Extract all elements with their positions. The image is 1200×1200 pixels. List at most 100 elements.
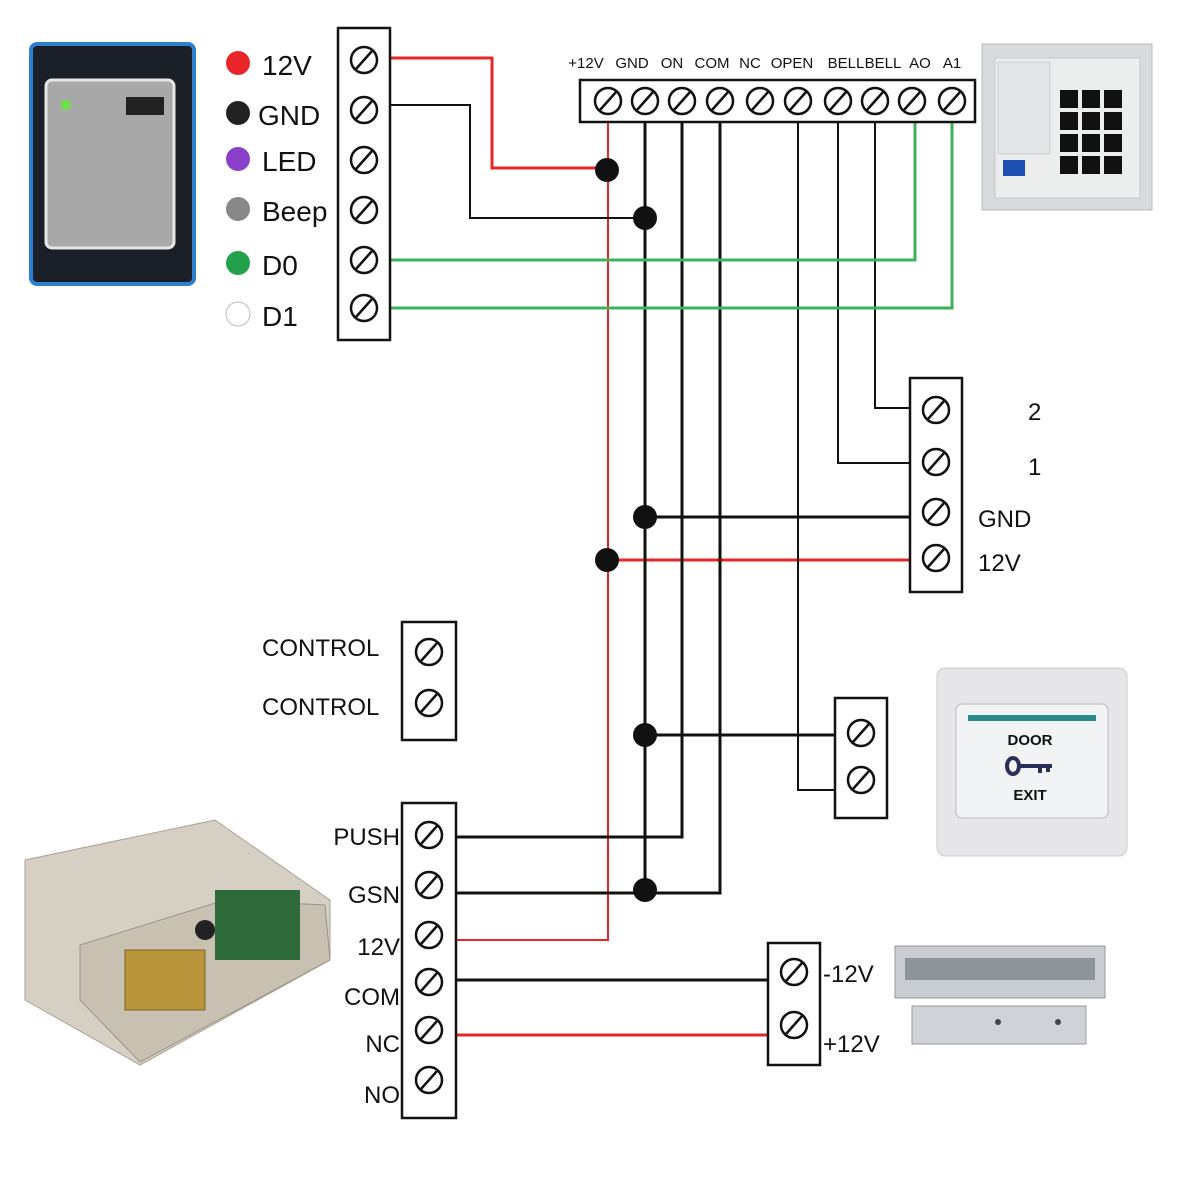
keypad-key: [1060, 112, 1078, 130]
wire-controller-12v: [456, 122, 609, 941]
controller-terminal-label: COM: [695, 55, 730, 72]
wire-d1: [390, 122, 954, 310]
screw-terminal-icon: [414, 967, 444, 997]
reader-label-led: LED: [262, 146, 316, 177]
exit-button-terminal-block: [833, 696, 889, 820]
keypad-key-label: 7: [1066, 137, 1073, 151]
screw-terminal-icon: [349, 45, 379, 75]
keypad-key-label: 3: [1110, 93, 1117, 107]
screw-terminal-icon: [630, 86, 660, 116]
wire-reader-12v: [390, 56, 607, 170]
screw-terminal-icon: [414, 637, 444, 667]
screw-terminal-icon: [705, 86, 735, 116]
screw-terminal-icon: [745, 86, 775, 116]
power-supply-terminal-block: [400, 801, 458, 1120]
screw-terminal-icon: [414, 870, 444, 900]
controller-terminal-label: +12V: [568, 55, 603, 72]
bell-label: 1: [1028, 454, 1041, 481]
junction-dot: [633, 206, 657, 230]
junction-dot: [595, 548, 619, 572]
screw-terminal-icon: [860, 86, 890, 116]
junction-dot: [633, 878, 657, 902]
screw-terminal-icon: [414, 820, 444, 850]
keypad-key-label: 1: [1066, 93, 1073, 107]
power-supply-label: GSN: [348, 882, 400, 909]
lock-label: +12V: [823, 1031, 880, 1058]
wire-controller-open: [797, 122, 835, 791]
reader-label-d1: D1: [262, 301, 298, 332]
controller-terminal-label: A1: [943, 55, 961, 72]
lock-terminal-block: [766, 941, 822, 1067]
controller-terminal-label: BELL: [865, 55, 902, 72]
keypad-key-label: 6: [1110, 115, 1117, 129]
screw-terminal-icon: [823, 86, 853, 116]
bell-terminal-block: [908, 376, 964, 594]
power-supply-label: NO: [364, 1082, 400, 1109]
controller-terminal-label: OPEN: [771, 55, 814, 72]
keypad-key: [1082, 156, 1100, 174]
screw-terminal-icon: [667, 86, 697, 116]
screw-terminal-icon: [349, 95, 379, 125]
screw-terminal-icon: [349, 195, 379, 225]
control-label: CONTROL: [262, 694, 379, 721]
screw-terminal-icon: [414, 688, 444, 718]
keypad-key-label: 2: [1088, 93, 1095, 107]
screw-terminal-icon: [414, 1015, 444, 1045]
keypad-key: [1104, 134, 1122, 152]
keypad-key-label: *: [1067, 159, 1072, 173]
screw-terminal-icon: [779, 957, 809, 987]
screw-terminal-icon: [921, 447, 951, 477]
power-supply-image: [24, 819, 331, 1066]
wire-controller-com: [456, 122, 722, 895]
screw-terminal-icon: [593, 86, 623, 116]
keypad-key: [1082, 134, 1100, 152]
key-icon: [1005, 756, 1052, 776]
reader-wire-color-dot: [226, 51, 250, 75]
screw-terminal-icon: [349, 293, 379, 323]
exit-door-text: DOOR: [1008, 732, 1053, 749]
junction-dot: [595, 158, 619, 182]
keypad-key: [1082, 90, 1100, 108]
bell-label: GND: [978, 506, 1031, 533]
screw-terminal-icon: [414, 1065, 444, 1095]
wire-controller-bell-1: [837, 122, 915, 464]
keypad-key-label: 5: [1088, 115, 1095, 129]
keypad-key-label: 4: [1066, 115, 1073, 129]
screw-terminal-icon: [937, 86, 967, 116]
screw-terminal-icon: [349, 145, 379, 175]
reader-label-d0: D0: [262, 250, 298, 281]
keypad-key-label: 0: [1088, 159, 1095, 173]
keypad-key: [1104, 90, 1122, 108]
bell-label: 12V: [978, 550, 1021, 577]
reader-label-gnd: GND: [258, 100, 320, 131]
junction-dot: [633, 505, 657, 529]
screw-terminal-icon: [921, 543, 951, 573]
reader-wire-color-dot: [226, 197, 250, 221]
wire-controller-on: [456, 122, 684, 839]
keypad-key: [1104, 112, 1122, 130]
exit-button-image[interactable]: DOOR EXIT: [936, 667, 1128, 857]
lock-label: -12V: [823, 961, 874, 988]
control-label: CONTROL: [262, 635, 379, 662]
reader-label-12v: 12V: [262, 50, 312, 81]
reader-wire-color-dot: [226, 147, 250, 171]
exit-exit-text: EXIT: [1013, 787, 1046, 804]
keypad-key: [1060, 156, 1078, 174]
controller-terminal-label: ON: [661, 55, 684, 72]
card-reader-image: [29, 42, 196, 286]
screw-terminal-icon: [414, 920, 444, 950]
reader-label-beep: Beep: [262, 196, 327, 227]
controller-terminal-label: AO: [909, 55, 931, 72]
controller-terminal-label: GND: [615, 55, 649, 72]
screw-terminal-icon: [897, 86, 927, 116]
wire-d0: [390, 122, 917, 262]
screw-terminal-icon: [921, 395, 951, 425]
reader-wire-color-dot: [226, 101, 250, 125]
control-terminal-block: [400, 620, 458, 742]
power-supply-label: 12V: [357, 934, 400, 961]
screw-terminal-icon: [846, 718, 876, 748]
keypad-key: [1060, 134, 1078, 152]
magnetic-lock-image: [894, 945, 1106, 1045]
